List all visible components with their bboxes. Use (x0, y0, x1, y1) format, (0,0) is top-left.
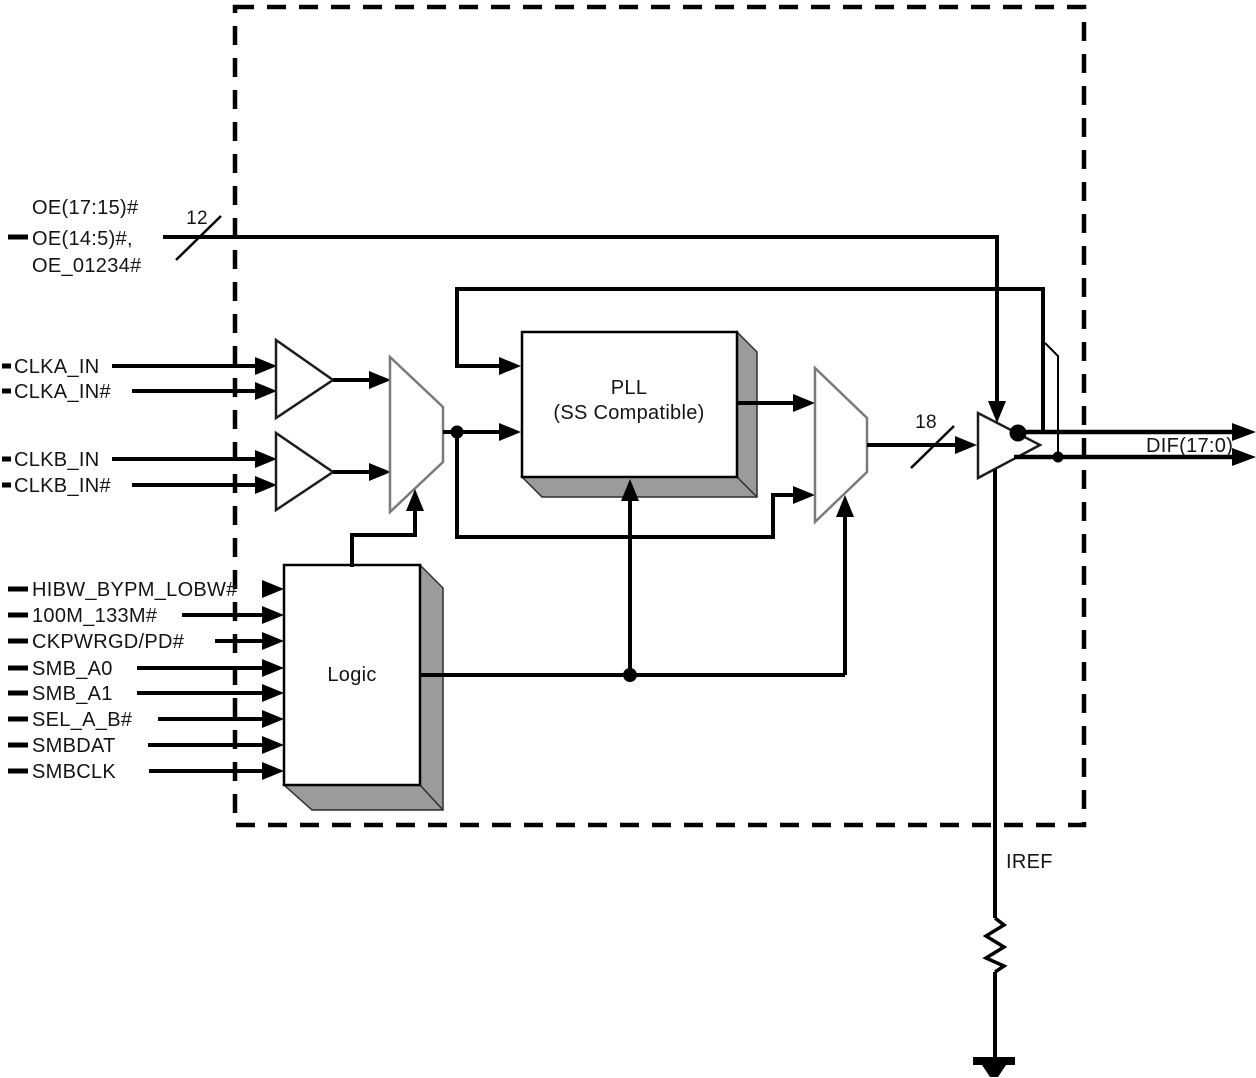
smbdat-label: SMBDAT (32, 735, 116, 757)
100m-label: 100M_133M# (32, 605, 158, 627)
smbdat-arrowhead (262, 736, 284, 754)
pll-block: PLL (SS Compatible) (520, 330, 815, 498)
dif-output-label: DIF(17:0) (1146, 435, 1233, 457)
smb-a0-label: SMB_A0 (32, 658, 113, 680)
mux2-select-arrowhead (836, 495, 854, 517)
logic-control-net (420, 479, 854, 682)
logic-label: Logic (327, 664, 376, 686)
mux2-out-arrowhead (955, 436, 977, 454)
clock-input-clka-b: CLKA_IN# (2, 381, 277, 403)
bypass-net (455, 432, 815, 539)
oe-bus-width-label: 12 (186, 208, 208, 229)
feedback-tap-jog (1044, 342, 1059, 457)
pll-label-line2: (SS Compatible) (553, 402, 704, 424)
control-input-ckpwrgd: CKPWRGD/PD# (8, 631, 284, 653)
pll-label-line1: PLL (611, 377, 648, 399)
clka-buffer-out-arrowhead (369, 371, 391, 389)
oe-label-line3: OE_01234# (32, 255, 142, 277)
feedback-to-pll-arrowhead (499, 357, 521, 375)
control-input-smb-a0: SMB_A0 (8, 658, 284, 680)
pll-control-arrowhead (621, 479, 639, 501)
dif-bus-slash (910, 425, 955, 469)
dif-bus-width-label: 18 (915, 412, 937, 433)
clkb-arrowhead (255, 450, 277, 468)
reference-mux-shape (388, 354, 445, 515)
output-buffer-tap-dot (1009, 424, 1027, 442)
clka-b-arrowhead (255, 382, 277, 400)
dif-true-arrowhead (1232, 423, 1256, 441)
control-input-hibw: HIBW_BYPM_LOBW# (8, 579, 284, 601)
logic-shadow-bevel (419, 784, 444, 811)
ckpwrgd-arrowhead (262, 632, 284, 650)
iref-resistor (982, 916, 1008, 974)
clkb-input-buffer (274, 430, 391, 513)
clka-in-b-label: CLKA_IN# (14, 381, 111, 403)
iref-net: IREF (973, 469, 1053, 1077)
oe-label-line2: OE(14:5)#, (32, 228, 133, 250)
ckpwrgd-label: CKPWRGD/PD# (32, 631, 185, 653)
pll-face (520, 330, 739, 479)
ground-bar (973, 1057, 1015, 1065)
oe-enable-net: OE(17:15)# OE(14:5)#, OE_01234# 12 (8, 197, 1006, 423)
clkb-in-label: CLKB_IN (14, 449, 99, 471)
hibw-arrowhead (262, 580, 284, 598)
bypass-wire (455, 432, 794, 539)
smb-a0-arrowhead (262, 659, 284, 677)
oe-label-line1: OE(17:15)# (32, 197, 139, 219)
clock-input-clkb-b: CLKB_IN# (2, 475, 277, 497)
sel-a-b-arrowhead (262, 710, 284, 728)
clka-in-label: CLKA_IN (14, 356, 99, 378)
output-buffer-triangle (976, 410, 1043, 481)
iref-label: IREF (1006, 851, 1053, 873)
control-input-100m: 100M_133M# (8, 605, 284, 627)
mux1-select-wire (350, 510, 417, 567)
logic-block: Logic (282, 563, 444, 811)
logic-face (282, 563, 422, 787)
oe-arrowhead (988, 401, 1006, 423)
mux1-select-net (350, 489, 424, 567)
smb-a1-arrowhead (262, 684, 284, 702)
control-input-smbdat: SMBDAT (8, 735, 284, 757)
clkb-in-b-label: CLKB_IN# (14, 475, 111, 497)
reference-mux (388, 354, 521, 515)
smb-a1-label: SMB_A1 (32, 683, 113, 705)
oe-bus-slash (175, 215, 222, 261)
sel-a-b-label: SEL_A_B# (32, 709, 133, 731)
pll-to-mux2-arrowhead (793, 394, 815, 412)
dif-output-buffer: DIF(17:0) (976, 410, 1256, 481)
pll-feedback-net (455, 287, 1064, 463)
clkb-buffer-triangle (274, 430, 336, 513)
smbclk-arrowhead (262, 762, 284, 780)
output-mux: 18 (813, 365, 977, 525)
chip-dashed-boundary (232, 4, 1087, 828)
clock-input-clka: CLKA_IN (2, 356, 277, 378)
clka-buffer-triangle (274, 337, 336, 421)
output-mux-shape (813, 365, 869, 525)
control-input-sel-a-b: SEL_A_B# (8, 709, 284, 731)
clock-input-clkb: CLKB_IN (2, 449, 277, 471)
clka-input-buffer (274, 337, 391, 421)
ground-wedge (982, 1065, 1006, 1077)
dif-complement-arrowhead (1232, 448, 1256, 466)
clka-arrowhead (255, 357, 277, 375)
bypass-arrowhead (793, 486, 815, 504)
control-input-smbclk: SMBCLK (8, 761, 284, 783)
mux1-select-arrowhead (406, 489, 424, 511)
clkb-buffer-out-arrowhead (369, 463, 391, 481)
feedback-wire (455, 287, 1045, 430)
pll-shadow-bevel (736, 476, 758, 498)
control-input-smb-a1: SMB_A1 (8, 683, 284, 705)
mux1-to-pll-arrowhead (499, 423, 521, 441)
smbclk-label: SMBCLK (32, 761, 116, 783)
hibw-label: HIBW_BYPM_LOBW# (32, 579, 238, 601)
clkb-b-arrowhead (255, 476, 277, 494)
ground-symbol (973, 1057, 1015, 1077)
100m-arrowhead (262, 606, 284, 624)
